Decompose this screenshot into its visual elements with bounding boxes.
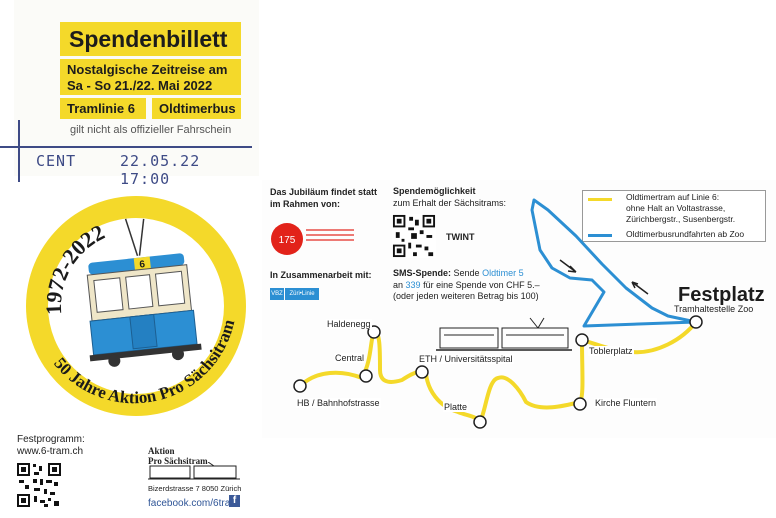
ticket-title: Spendenbillett [60, 22, 241, 56]
label-haldenegg: Haldenegg [326, 319, 372, 329]
stop-haldenegg[interactable] [367, 325, 381, 339]
festplatz-subtitle: Tramhaltestelle Zoo [674, 304, 754, 314]
map-legend [582, 190, 766, 242]
sms-text-b: an [393, 279, 404, 290]
twint-qr-code[interactable] [392, 214, 436, 258]
legend-tram-line-1: Oldtimertram auf Linie 6: [626, 192, 720, 202]
sms-keyword: Oldtimer 5 [482, 268, 524, 278]
bus-arrow-left [559, 259, 577, 273]
stop-platte[interactable] [473, 415, 487, 429]
legend-tram-line-2: ohne Halt an Voltastrasse, [626, 203, 726, 213]
stop-hb[interactable] [293, 379, 307, 393]
subtitle-line-1: Nostalgische Zeitreise am [67, 62, 228, 77]
sms-text-c: für eine Spende von CHF 5.– [423, 279, 540, 290]
label-platte: Platte [443, 402, 469, 412]
sms-text-d: (oder jeden weiteren Betrag bis 100) [393, 291, 539, 301]
org-address: Bizerdstrasse 7 8050 Zürich [148, 484, 242, 493]
program-qr-code[interactable] [16, 462, 62, 508]
label-toblerplatz: Toblerplatz [588, 346, 634, 356]
festplatz-title: Festplatz [678, 284, 765, 306]
stamp-datetime: 22.05.22 17:00 [120, 152, 201, 188]
sms-text-a: Sende [453, 268, 480, 278]
legend-bus: Oldtimerbusrundfahrten ab Zoo [626, 229, 745, 239]
tram-number: 6 [139, 259, 146, 271]
sms-number: 339 [405, 279, 421, 290]
twint-label: TWINT [446, 232, 475, 242]
label-kirche-fluntern: Kirche Fluntern [594, 398, 658, 408]
label-eth: ETH / Universitätsspital [418, 354, 514, 364]
legend-tram: Oldtimertram auf Linie 6: ohne Halt an V… [626, 192, 735, 225]
partner-zvv-logo: Züri•Linie [285, 288, 319, 300]
program-label: Festprogramm: [17, 434, 85, 445]
subtitle-line-2: Sa - So 21./22. Mai 2022 [67, 78, 213, 93]
tram-illustration: 6 [86, 218, 202, 367]
bus-arrow-right [631, 281, 649, 295]
map-tram-illustration [436, 317, 572, 351]
stop-central[interactable] [359, 369, 373, 383]
stop-kirche-fluntern[interactable] [573, 397, 587, 411]
org-name-line-1: Aktion [148, 446, 175, 456]
oldtimer-bus-label: Oldtimerbus [152, 98, 241, 119]
logo-175-number: 175 [279, 235, 296, 246]
stamp-rule-side [18, 120, 20, 182]
stop-eth[interactable] [415, 365, 429, 379]
bus-route [530, 198, 698, 328]
stamp-rule-top [0, 146, 252, 148]
logo-175-years: 175 [271, 223, 303, 255]
ticket-subtitle: Nostalgische Zeitreise am Sa - So 21./22… [60, 59, 241, 95]
donation-heading: Spendemöglichkeit [393, 186, 476, 196]
org-name-line-2: Pro Sächsitram [148, 456, 208, 466]
tram-line-label: Tramlinie 6 [60, 98, 146, 119]
legend-bus-swatch [588, 234, 612, 237]
logo-175-caption [306, 226, 354, 248]
jubilee-frame-text: Das Jubiläum findet statt im Rahmen von: [270, 187, 378, 209]
sms-donation: SMS-Spende: Sende Oldtimer 5 an 339 für … [393, 268, 573, 303]
jubilee-badge: 1972-2022 50 Jahre Aktion Pro Sächsitram… [26, 196, 256, 426]
sms-label: SMS-Spende: [393, 268, 452, 278]
cooperation-label: In Zusammenarbeit mit: [270, 270, 372, 280]
facebook-link[interactable]: facebook.com/6tram [148, 498, 239, 509]
legend-tram-line-3: Zürichbergstr., Susenbergstr. [626, 214, 736, 224]
legend-tram-swatch [588, 198, 612, 201]
stop-toblerplatz[interactable] [575, 333, 589, 347]
label-hb: HB / Bahnhofstrasse [296, 398, 381, 408]
donation-subheading: zum Erhalt der Sächsitrams: [393, 198, 507, 208]
route-map [293, 198, 703, 429]
label-central: Central [334, 353, 366, 363]
not-valid-note: gilt nicht als offizieller Fahrschein [70, 124, 232, 136]
stamp-code: CENT [36, 152, 77, 170]
org-tram-logo [148, 462, 240, 480]
stop-zoo[interactable] [689, 315, 703, 329]
program-url[interactable]: www.6-tram.ch [17, 446, 84, 457]
partner-vbz-logo: VBZ [270, 288, 284, 300]
facebook-icon[interactable]: f [229, 495, 240, 507]
